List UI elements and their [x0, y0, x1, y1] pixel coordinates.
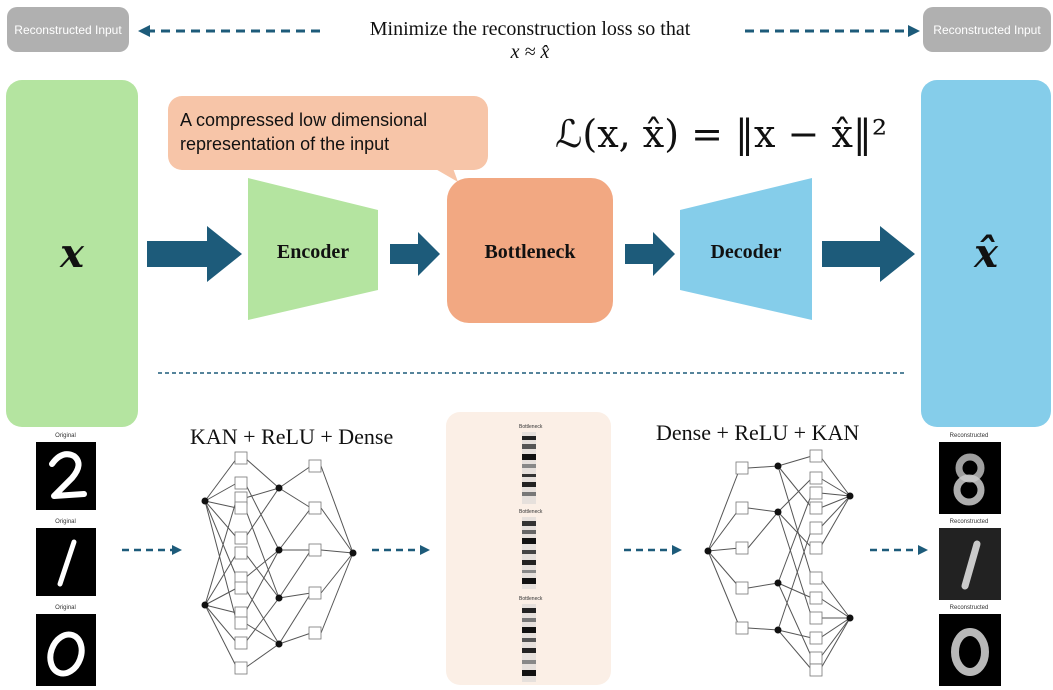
input-panel: x	[6, 80, 138, 427]
decoder-shape	[680, 178, 812, 320]
original-caption-2: Original	[55, 519, 76, 525]
blurred-digit-8-icon	[953, 453, 985, 506]
original-thumb-3: Original	[33, 604, 98, 687]
original-thumbnails: Original Original Original	[33, 432, 98, 687]
callout-text: A compressed low dimensional representat…	[180, 110, 428, 154]
reconstructed-caption-2: Reconstructed	[949, 519, 989, 525]
original-caption-1: Original	[55, 433, 76, 439]
arrow-input-encoder	[147, 226, 242, 282]
digit-2-icon	[49, 451, 87, 499]
encoder-network	[201, 451, 357, 675]
reconstructed-thumbnails: Reconstructed Reconstructed Reconstructe…	[934, 432, 1004, 687]
reconstructed-caption-1: Reconstructed	[949, 433, 989, 439]
input-variable: x	[60, 230, 84, 277]
reconstructed-caption-3: Reconstructed	[949, 605, 989, 611]
digit-1-icon	[57, 539, 77, 587]
latent-codes: Bottleneck Bottleneck Bottleneck	[519, 424, 543, 686]
latent-bars	[522, 432, 536, 682]
arrow-bottleneck-decoder	[625, 232, 675, 276]
reconstructed-input-pill-right: Reconstructed Input	[923, 7, 1051, 52]
bottleneck-shape	[447, 178, 613, 323]
note-line-1: Minimize the reconstruction loss so that	[369, 18, 691, 40]
reconstructed-input-pill-left: Reconstructed Input	[7, 7, 129, 52]
blurred-digit-0-icon	[951, 628, 989, 676]
pill-label-left: Reconstructed Input	[14, 22, 122, 37]
reconstructed-thumb-2: Reconstructed	[934, 518, 1004, 602]
digit-0-icon	[47, 631, 85, 677]
note-line-2: x ≈ x̂	[510, 41, 550, 63]
latent-caption-3: Bottleneck	[519, 596, 543, 602]
latent-caption-1: Bottleneck	[519, 424, 543, 430]
original-caption-3: Original	[55, 605, 76, 611]
reconstructed-thumb-3: Reconstructed	[934, 604, 1004, 687]
top-dashed-arrows	[138, 25, 920, 37]
bottleneck-label: Bottleneck	[484, 240, 576, 263]
section-divider	[158, 372, 905, 374]
encoder-shape	[248, 178, 378, 320]
encoder-label: Encoder	[276, 240, 350, 263]
original-thumb-1: Original	[33, 432, 98, 512]
reconstruction-note: Minimize the reconstruction loss so that…	[320, 18, 740, 64]
pipeline-graphics	[147, 178, 915, 323]
decoder-label: Decoder	[710, 240, 782, 263]
loss-formula: ℒ(x, x̂) = ‖x − x̂‖²	[555, 112, 888, 156]
latent-caption-2: Bottleneck	[519, 509, 543, 515]
bottom-dashed-arrows	[122, 545, 928, 555]
pill-label-right: Reconstructed Input	[933, 22, 1041, 37]
output-panel: x̂	[921, 80, 1051, 427]
reconstructed-thumb-1: Reconstructed	[934, 432, 1004, 516]
arrow-decoder-output	[822, 226, 915, 282]
bottleneck-callout: A compressed low dimensional representat…	[168, 96, 488, 170]
original-thumb-2: Original	[33, 518, 98, 598]
decoder-network	[704, 449, 854, 677]
output-variable: x̂	[974, 230, 998, 277]
arrow-encoder-bottleneck	[390, 232, 440, 276]
decoder-architecture-label: Dense + ReLU + KAN	[656, 420, 860, 445]
encoder-architecture-label: KAN + ReLU + Dense	[190, 424, 394, 449]
blurred-digit-1-icon	[961, 540, 981, 590]
